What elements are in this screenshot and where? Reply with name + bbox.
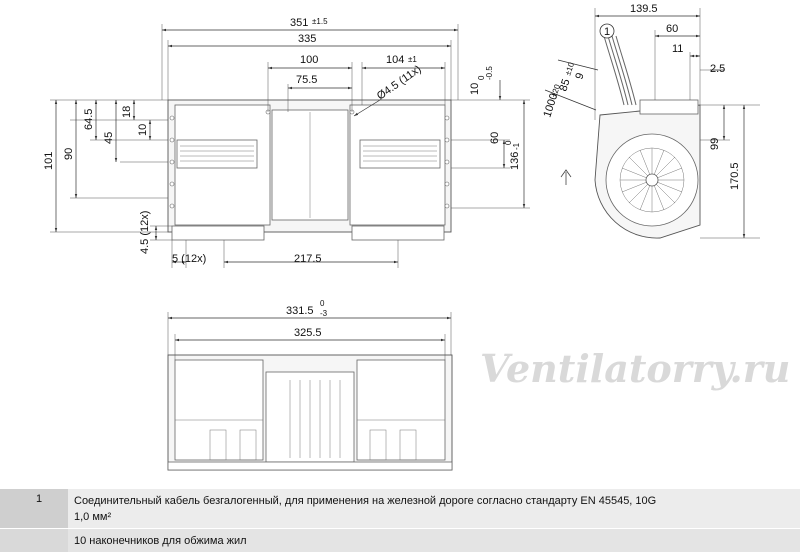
right-foot bbox=[352, 226, 444, 240]
dim-170-5: 170.5 bbox=[729, 162, 741, 190]
dim-331-tol-up: 0 bbox=[320, 299, 325, 308]
left-outlet bbox=[177, 140, 257, 168]
dim-11: 11 bbox=[672, 43, 683, 55]
dim-4-5: 4.5 (12x) bbox=[139, 211, 151, 254]
dim-10-tol-dn: -0.5 bbox=[485, 66, 494, 80]
airflow-arrow bbox=[561, 170, 571, 185]
legend-number: 1 bbox=[0, 489, 68, 529]
left-foot bbox=[172, 226, 264, 240]
bottom-view: 331.5 0 -3 325.5 bbox=[168, 299, 452, 470]
dim-5: 5 (12x) bbox=[172, 253, 206, 265]
right-outlet bbox=[360, 140, 440, 168]
dim-136: 136 bbox=[509, 152, 521, 170]
dim-99: 99 bbox=[709, 138, 721, 150]
legend-row: 10 наконечников для обжима жил bbox=[0, 529, 800, 552]
dim-10-left: 10 bbox=[137, 124, 149, 136]
dim-331-tol-dn: -3 bbox=[320, 309, 328, 318]
dim-60-front: 60 bbox=[489, 132, 501, 144]
dim-2-5: 2.5 bbox=[710, 63, 725, 75]
dim-331-5: 331.5 bbox=[286, 305, 314, 317]
dim-101: 101 bbox=[43, 152, 55, 170]
dim-45: 45 bbox=[103, 132, 115, 144]
bottom-left-fan bbox=[175, 360, 263, 460]
legend-text: 10 наконечников для обжима жил bbox=[68, 529, 800, 552]
dim-100: 100 bbox=[300, 54, 318, 66]
legend-row: 1 Соединительный кабель безгалогенный, д… bbox=[0, 489, 800, 529]
legend-line-1: Соединительный кабель безгалогенный, для… bbox=[74, 493, 794, 509]
dim-75-5: 75.5 bbox=[296, 74, 317, 86]
callout-1: 1 bbox=[604, 26, 610, 38]
legend-line-2: 1,0 мм² bbox=[74, 509, 794, 525]
dim-10-top: 10 bbox=[469, 83, 481, 95]
dim-139-5: 139.5 bbox=[630, 3, 658, 15]
side-top-flange bbox=[640, 100, 698, 114]
dim-136-tol-dn: -1 bbox=[512, 142, 521, 150]
legend-text: Соединительный кабель безгалогенный, для… bbox=[68, 489, 800, 529]
side-view: 1 139.5 60 11 2.5 9 85 ±10 1000 bbox=[541, 3, 760, 238]
dim-hole: Ø4.5 (11x) bbox=[375, 63, 424, 102]
front-view: 351 ±1.5 335 100 75.5 104 ±1 Ø4.5 (11x) … bbox=[43, 17, 530, 268]
dim-325-5: 325.5 bbox=[294, 327, 322, 339]
dim-9: 9 bbox=[573, 71, 586, 81]
legend-line-1: 10 наконечников для обжима жил bbox=[74, 533, 794, 549]
dim-335: 335 bbox=[298, 33, 316, 45]
dim-217-5: 217.5 bbox=[294, 253, 322, 265]
legend-table: 1 Соединительный кабель безгалогенный, д… bbox=[0, 488, 800, 552]
dim-64-5: 64.5 bbox=[83, 109, 95, 130]
dim-351-tol: ±1.5 bbox=[312, 17, 328, 26]
dim-60-side: 60 bbox=[666, 23, 678, 35]
cable bbox=[608, 36, 628, 105]
dim-90: 90 bbox=[63, 148, 75, 160]
dim-18: 18 bbox=[121, 106, 133, 118]
legend-number bbox=[0, 529, 68, 552]
technical-drawing: Ventilatorry.ru bbox=[0, 0, 800, 488]
watermark: Ventilatorry.ru bbox=[480, 346, 790, 391]
dim-104: 104 bbox=[386, 54, 404, 66]
dim-351: 351 bbox=[290, 17, 308, 29]
